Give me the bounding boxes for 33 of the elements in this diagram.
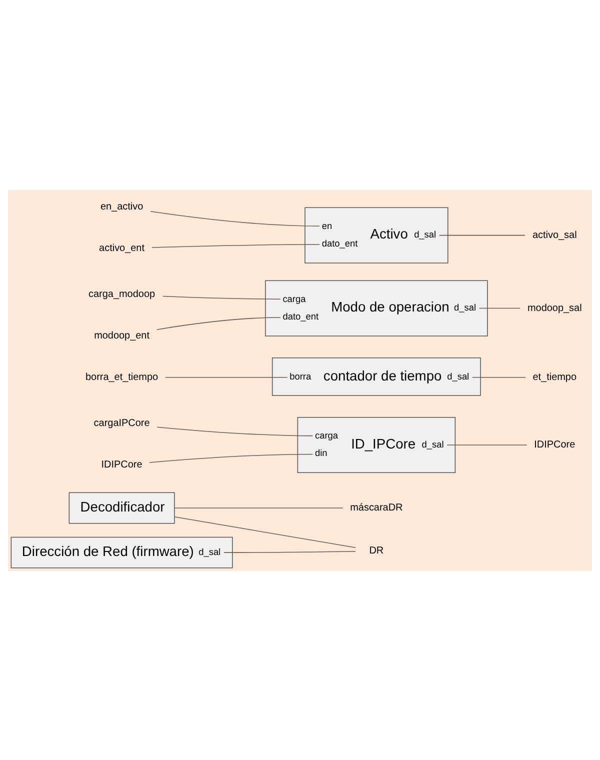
connector <box>478 307 520 308</box>
node-text: activo_sal <box>532 229 577 240</box>
node-text: DR <box>369 545 384 556</box>
connector <box>150 210 320 226</box>
node-box: Dirección de Red (firmware) d_sal <box>10 536 233 568</box>
node-text: en_activo <box>100 201 144 212</box>
node-text: activo_ent <box>99 242 145 254</box>
connector <box>149 453 314 462</box>
node-box: borra contador de tiempo d_sal <box>272 356 481 396</box>
node-text: modoop_sal <box>527 302 582 314</box>
connector <box>156 426 314 436</box>
connector <box>174 507 344 508</box>
connector <box>446 444 528 445</box>
connector <box>152 244 320 248</box>
node-box: Decodificador <box>68 492 175 524</box>
connector <box>162 295 281 299</box>
node-text: borra_et_tiempo <box>85 372 158 383</box>
connector <box>224 550 356 552</box>
connector <box>174 516 356 548</box>
node-text: IDIPCore <box>101 459 142 470</box>
node-text: et_tiempo <box>532 372 577 383</box>
node-box: en dato_ent Activo d_sal <box>304 206 448 263</box>
connector <box>472 376 526 378</box>
node-box: carga dato_ent Modo de operacion d_sal <box>265 280 488 336</box>
node-text: máscaraDR <box>350 502 403 514</box>
node-text: cargaIPCore <box>94 418 150 429</box>
connector <box>439 234 526 236</box>
node-text: carga_modoop <box>88 288 156 300</box>
node-text: modoop_ent <box>94 330 150 342</box>
node-box: carga din ID_IPCore d_sal <box>297 416 456 473</box>
connector <box>165 376 288 378</box>
node-text: IDIPCore <box>534 439 576 450</box>
connector <box>156 316 281 330</box>
